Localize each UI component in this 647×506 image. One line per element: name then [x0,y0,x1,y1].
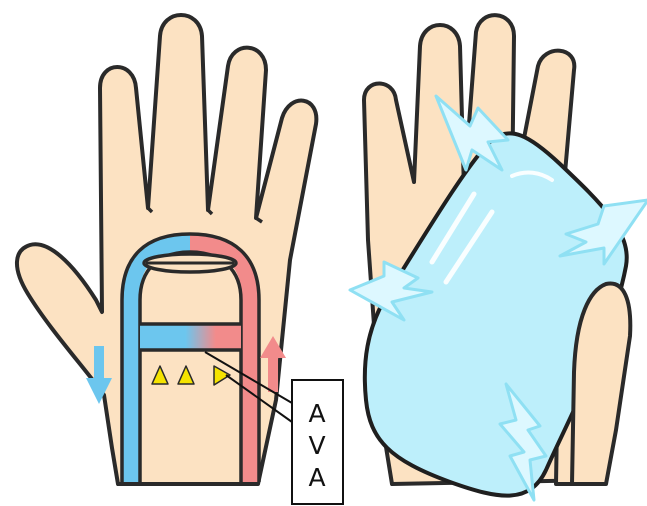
left-hand [17,15,316,484]
ava-label-box: A V A [292,380,343,504]
ava-label-line-2: V [308,431,325,460]
right-hand [350,15,647,500]
ava-label-line-3: A [308,463,325,492]
ava-label-line-1: A [308,399,325,428]
ava-shunt-vessel [140,324,241,350]
